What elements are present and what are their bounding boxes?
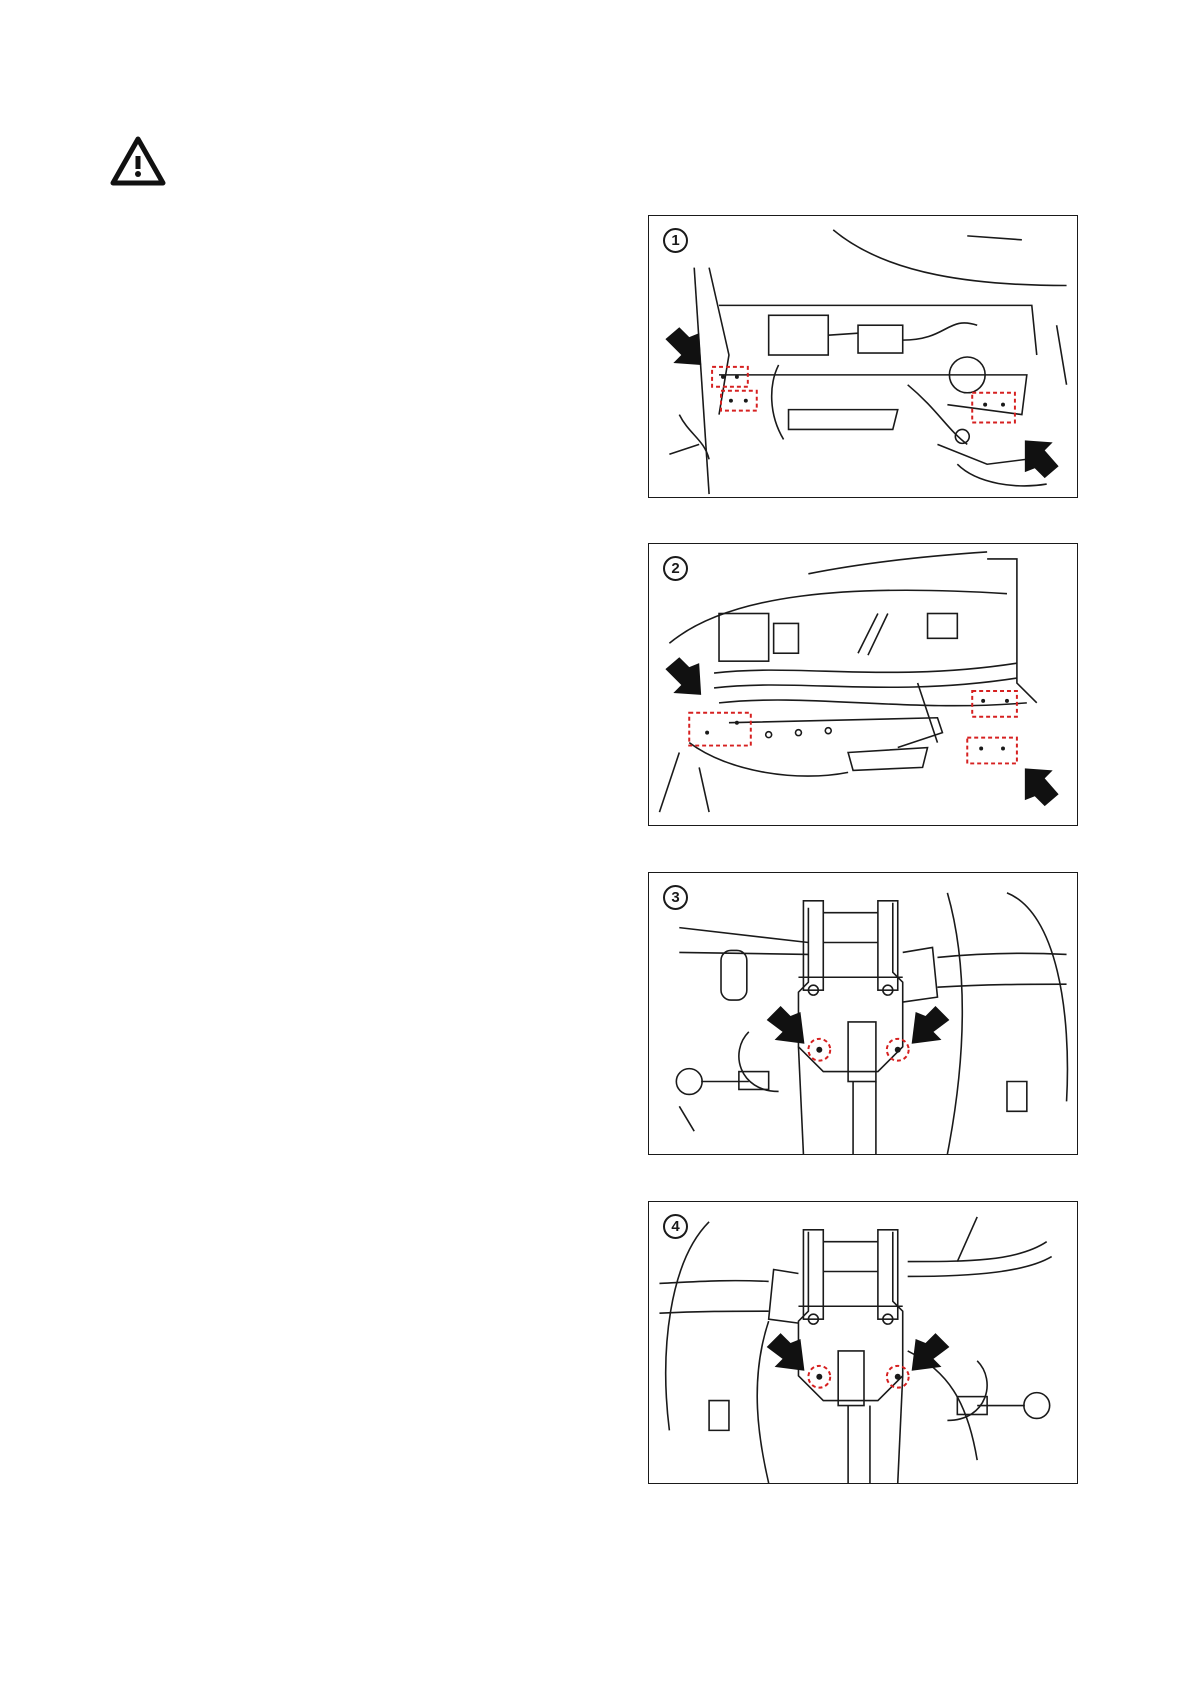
hitch-bracket-illustration [649, 873, 1077, 1154]
figure-step-4: 4 [648, 1201, 1078, 1484]
figure-step-3: 3 [648, 872, 1078, 1155]
step-number-badge: 1 [663, 228, 688, 253]
frame-bracket-illustration [649, 216, 1077, 497]
step-number-badge: 4 [663, 1214, 688, 1239]
step-number-badge: 2 [663, 556, 688, 581]
figure-step-1: 1 [648, 215, 1078, 498]
step-number-badge: 3 [663, 885, 688, 910]
figure-step-2: 2 [648, 543, 1078, 826]
warning-triangle-icon [110, 136, 166, 186]
hitch-bracket-illustration [649, 1202, 1077, 1483]
frame-bracket-illustration [649, 544, 1077, 825]
